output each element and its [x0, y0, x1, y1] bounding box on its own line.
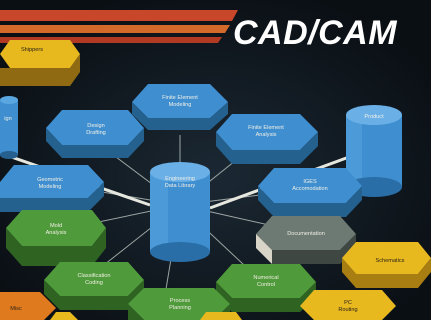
label-numerical-2: Control — [257, 282, 275, 288]
header-stripes — [0, 10, 238, 43]
label-iges-2: Accomodation — [292, 186, 327, 192]
label-product: Product — [364, 114, 384, 120]
label-finite-analysis-2: Analysis — [256, 132, 277, 138]
label-process-1: Process — [170, 298, 190, 304]
label-shippers: Shippers — [21, 47, 43, 53]
node-geometric-modeling: Geometric Modeling — [0, 165, 104, 212]
node-misc-partial: Misc — [0, 292, 242, 320]
label-hub-1: Engineering — [165, 176, 195, 182]
node-schematics: Schematics — [342, 242, 431, 288]
node-design-drafting: Design Drafting — [46, 110, 144, 158]
label-misc: Misc — [10, 306, 22, 312]
label-design-drafting-2: Drafting — [86, 130, 106, 136]
title: CAD/CAM — [233, 14, 397, 52]
label-geometric-1: Geometric — [37, 177, 63, 183]
label-classification-2: Coding — [85, 280, 103, 286]
node-numerical-control: Numerical Control — [216, 264, 316, 312]
label-iges-1: IGES — [303, 179, 317, 185]
node-iges-accomodation: IGES Accomodation — [258, 168, 362, 217]
node-finite-element-analysis: Finite Element Analysis — [216, 114, 318, 164]
label-finite-modeling-2: Modeling — [169, 102, 192, 108]
node-shippers: Shippers — [0, 40, 80, 86]
label-geometric-2: Modeling — [39, 184, 62, 190]
label-design-partial: ign — [4, 116, 11, 122]
label-documentation: Documentation — [287, 231, 325, 237]
label-finite-modeling-1: Finite Element — [162, 95, 198, 101]
node-pc-routing: PC Routing — [300, 290, 396, 320]
label-design-drafting-1: Design — [87, 123, 104, 129]
label-mold-1: Mold — [50, 223, 62, 229]
label-process-2: Planning — [169, 305, 191, 311]
label-pc-2: Routing — [338, 307, 357, 313]
node-mold-analysis: Mold Analysis — [6, 210, 106, 266]
node-finite-element-modeling: Finite Element Modeling — [132, 84, 228, 130]
label-pc-1: PC — [344, 300, 352, 306]
node-engineering-data-library: Engineering Data Library — [150, 162, 210, 262]
label-classification-1: Classification — [78, 273, 111, 279]
node-design-partial: ign — [0, 96, 18, 159]
label-numerical-1: Numerical — [253, 275, 278, 281]
label-mold-2: Analysis — [46, 230, 67, 236]
label-hub-2: Data Library — [165, 183, 196, 189]
label-schematics: Schematics — [376, 258, 405, 264]
label-finite-analysis-1: Finite Element — [248, 125, 284, 131]
node-classification-coding: Classification Coding — [44, 262, 144, 310]
node-documentation: Documentation — [256, 216, 356, 264]
